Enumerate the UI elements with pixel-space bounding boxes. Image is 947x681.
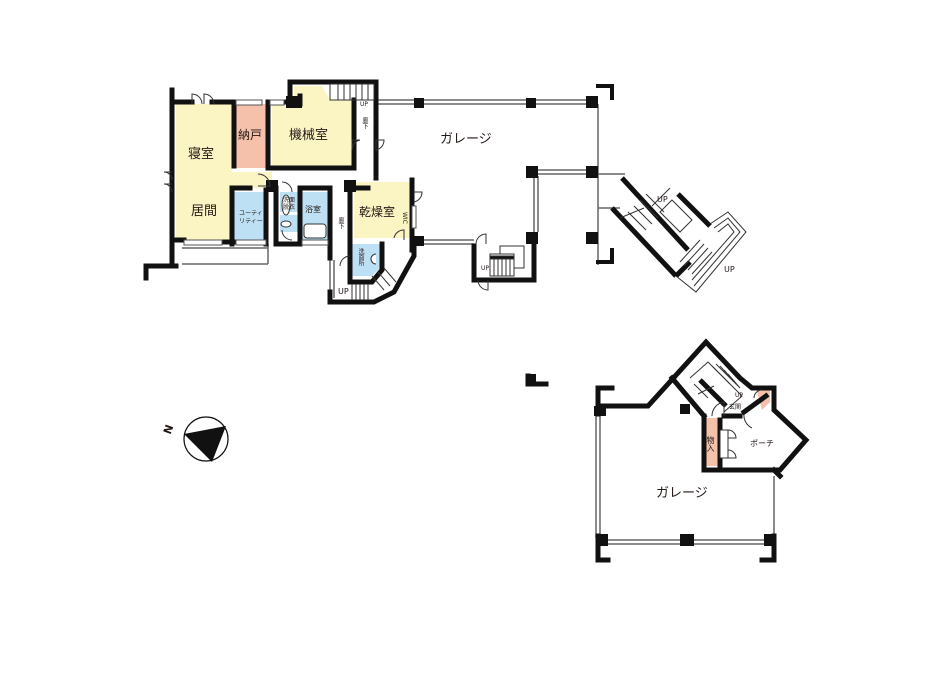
wic-label: WIC — [401, 212, 408, 224]
upper-thin-lines — [182, 99, 625, 298]
upper-columns — [266, 84, 614, 264]
storage-fill — [236, 104, 266, 168]
lower-doors — [711, 389, 763, 459]
room-label-machine-room: 機械室 — [289, 128, 329, 143]
room-label-bathroom: 浴室 — [305, 205, 321, 214]
lower-walls — [525, 338, 810, 563]
room-label-living: 居間 — [191, 204, 218, 219]
lower-thin-lines — [595, 414, 775, 545]
drying-room-fill — [354, 182, 410, 238]
stair-up-label-diagonal-1: UP — [657, 195, 668, 204]
room-label-entrance: 玄関 — [729, 404, 742, 411]
room-label-storage: 納戸 — [238, 128, 263, 142]
compass — [183, 416, 229, 462]
corridor-label-1: 廊下 — [361, 117, 368, 129]
room-label-bedroom: 寝室 — [188, 147, 215, 162]
room-label-washroom-changing: 洗面脱衣 — [283, 197, 296, 212]
stair-corridor — [351, 267, 397, 300]
stair-diagonal — [610, 176, 747, 293]
corridor-label-2: 廊下 — [337, 217, 344, 229]
room-label-washroom: 洗面所 — [357, 248, 364, 266]
room-label-drying-room: 乾燥室 — [359, 205, 396, 219]
stair-up-label-top: UP — [360, 101, 369, 108]
machine-room-fill — [272, 86, 354, 166]
bedroom-living-fill — [176, 104, 270, 240]
stair-up-label-diagonal-2: UP — [724, 265, 735, 274]
room-label-porch: ポーチ — [750, 439, 774, 448]
compass-arrow-icon — [184, 426, 226, 462]
upper-fixtures — [280, 194, 377, 265]
upper-doors — [163, 93, 489, 291]
upper-stairs — [329, 83, 747, 300]
stair-garage — [489, 245, 525, 277]
room-label-garage-lower: ガレージ — [656, 486, 708, 501]
utility-fill — [234, 192, 266, 240]
room-label-garage-upper: ガレージ — [440, 132, 492, 147]
lower-columns — [528, 374, 776, 546]
washroom-fill — [352, 244, 380, 276]
upper-windows — [183, 99, 417, 246]
room-label-storeroom: 物入 — [706, 436, 715, 452]
stair-top — [329, 83, 375, 101]
stair-up-label-corridor: UP — [338, 287, 349, 296]
lower-stair — [689, 361, 743, 413]
stair-up-label-garage: UP — [481, 265, 490, 272]
hall-strip-fill — [232, 172, 272, 188]
room-label-utility: ユーティリティー — [239, 210, 263, 225]
stair-up-label-entrance: UP — [735, 392, 744, 399]
